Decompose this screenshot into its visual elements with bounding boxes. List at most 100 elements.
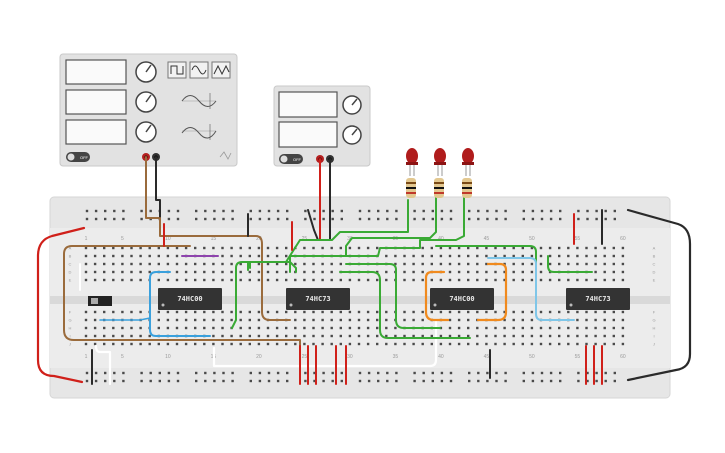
column-number: 5 xyxy=(121,236,124,242)
current-display xyxy=(278,121,338,148)
row-letter: J xyxy=(69,342,71,347)
square-wave-button[interactable] xyxy=(167,61,187,79)
blue-wire-left xyxy=(149,271,211,337)
row-letter: B xyxy=(69,254,72,259)
leds[interactable] xyxy=(406,148,474,198)
fg-logo-icon xyxy=(219,151,232,160)
green-wire-2 xyxy=(247,261,287,271)
current-knob[interactable] xyxy=(342,125,362,145)
red-jumpers-bottom-right xyxy=(585,345,603,385)
sine-preview-icon xyxy=(181,93,217,109)
offset-knob[interactable] xyxy=(135,121,157,143)
row-letter: A xyxy=(69,246,72,251)
row-letter: E xyxy=(653,278,656,283)
sine-wave-button[interactable] xyxy=(189,61,209,79)
green-wire-9 xyxy=(547,255,593,273)
column-number: 60 xyxy=(620,354,626,360)
triangle-wave-button[interactable] xyxy=(211,61,231,79)
column-number: 10 xyxy=(165,236,171,242)
chip-u4[interactable]: 74HC73 xyxy=(566,288,630,310)
row-letter: I xyxy=(69,334,70,339)
green-wire-7 xyxy=(345,263,441,329)
display-1 xyxy=(65,59,127,85)
ps-power-switch[interactable]: OFF xyxy=(279,154,303,164)
column-number: 50 xyxy=(529,354,535,360)
column-number: 60 xyxy=(620,236,626,242)
fg-power-label: OFF xyxy=(80,155,89,160)
power-supply[interactable]: OFF xyxy=(273,85,371,167)
column-number: 45 xyxy=(484,236,490,242)
column-number: 15 xyxy=(211,236,217,242)
brown-wire-fg-signal xyxy=(145,156,161,219)
black-wire-right-rail xyxy=(626,208,692,382)
wires[interactable] xyxy=(36,156,692,386)
row-letter: F xyxy=(653,310,656,315)
row-letter: H xyxy=(69,326,72,331)
chip-u2-label: 74HC73 xyxy=(305,295,330,303)
row-letter: D xyxy=(69,270,72,275)
black-wire-fg-gnd xyxy=(155,156,161,223)
red-wire-left-rail xyxy=(36,226,86,384)
led-1 xyxy=(406,148,418,198)
chip-u2[interactable]: 74HC73 xyxy=(286,288,350,310)
row-letter: C xyxy=(653,262,656,267)
chip-u1[interactable]: 74HC00 xyxy=(158,288,222,310)
row-letter: D xyxy=(653,270,656,275)
row-letter: A xyxy=(653,246,656,251)
led-2 xyxy=(434,148,446,198)
row-letter: F xyxy=(69,310,72,315)
white-wire-1 xyxy=(94,344,112,386)
white-wire-2 xyxy=(212,318,438,368)
slide-switch[interactable] xyxy=(88,296,112,306)
column-number: 40 xyxy=(438,354,444,360)
fg-power-switch[interactable]: OFF xyxy=(66,152,90,162)
column-number: 20 xyxy=(256,354,262,360)
chip-u1-label: 74HC00 xyxy=(177,295,202,303)
column-number: 55 xyxy=(575,354,581,360)
frequency-knob[interactable] xyxy=(135,61,157,83)
led-3 xyxy=(462,148,474,198)
row-letter: E xyxy=(69,278,72,283)
chip-u4-label: 74HC73 xyxy=(585,295,610,303)
display-3 xyxy=(65,119,127,145)
column-number: 1 xyxy=(85,354,88,360)
row-letter: C xyxy=(69,262,72,267)
chip-u3-label: 74HC00 xyxy=(449,295,474,303)
row-letter: B xyxy=(653,254,656,259)
row-letter: J xyxy=(653,342,655,347)
row-letter: G xyxy=(652,318,655,323)
amplitude-knob[interactable] xyxy=(135,91,157,113)
column-number: 25 xyxy=(302,354,308,360)
column-number: 30 xyxy=(347,354,353,360)
blue-wire-left-2 xyxy=(99,317,151,321)
column-number: 1 xyxy=(85,236,88,242)
column-number: 5 xyxy=(121,354,124,360)
row-letter: G xyxy=(68,318,71,323)
red-jumpers-bottom xyxy=(299,345,347,385)
green-wire-5 xyxy=(343,189,465,257)
voltage-knob[interactable] xyxy=(342,95,362,115)
row-letter: H xyxy=(653,326,656,331)
green-wire-8 xyxy=(435,245,537,265)
breadboard-holes xyxy=(84,209,625,383)
ps-power-label: OFF xyxy=(293,157,302,162)
voltage-display xyxy=(278,91,338,118)
column-number: 50 xyxy=(529,236,535,242)
orange-wire xyxy=(476,262,508,322)
brown-wire-2 xyxy=(159,217,291,321)
chip-u3[interactable]: 74HC00 xyxy=(430,288,494,310)
column-number: 10 xyxy=(165,354,171,360)
column-number: 20 xyxy=(256,236,262,242)
green-wire-3 xyxy=(289,189,437,273)
sine-offset-preview-icon xyxy=(181,124,217,140)
center-channel xyxy=(50,296,670,304)
function-generator[interactable]: OFF xyxy=(59,53,238,167)
column-number: 45 xyxy=(484,354,490,360)
row-letter: I xyxy=(653,334,654,339)
blue-wire-right xyxy=(487,257,575,321)
green-wire-4 xyxy=(285,199,409,263)
brown-wire-loop xyxy=(63,245,301,355)
green-wire-6 xyxy=(339,271,471,339)
